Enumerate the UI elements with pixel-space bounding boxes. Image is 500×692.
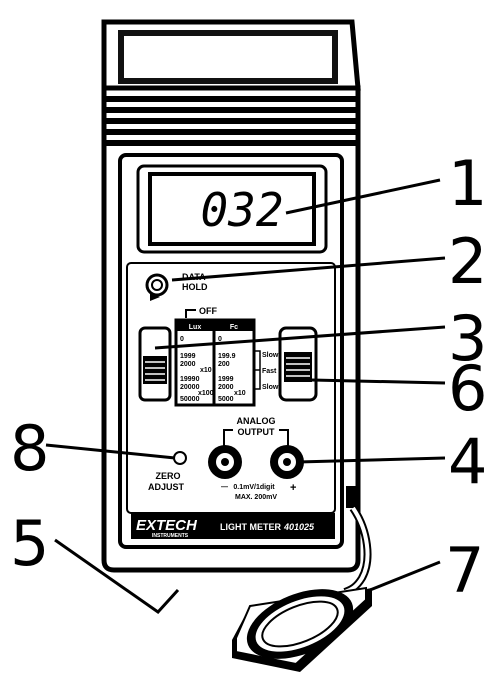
- callout-7: 7: [445, 534, 484, 607]
- callout-8: 8: [10, 412, 49, 485]
- callout-lines: [45, 178, 446, 614]
- display-reading: 032: [200, 183, 283, 237]
- analog-minus: —: [221, 484, 228, 491]
- lux-value: 19990: [180, 376, 200, 383]
- fc-value: 200: [218, 361, 230, 368]
- vent-grille: [106, 96, 356, 146]
- lux-value: 2000: [180, 361, 196, 368]
- callout-3: 3: [448, 302, 487, 375]
- fc-multiplier: x10: [234, 390, 246, 397]
- analog-spec-2: MAX. 200mV: [235, 494, 277, 501]
- lux-header: Lux: [189, 324, 202, 331]
- speed-fast: Fast: [262, 368, 277, 375]
- brand-sub: INSTRUMENTS: [152, 533, 189, 539]
- speed-slow-bottom: Slow: [262, 384, 279, 391]
- analog-spec-1: 0.1mV/1digit: [233, 484, 275, 491]
- lux-multiplier: x10: [200, 367, 212, 374]
- response-speed-switch[interactable]: [278, 326, 318, 402]
- fc-value: 1999: [218, 376, 234, 383]
- callout-1: 1: [448, 147, 487, 220]
- data-hold-button[interactable]: [145, 273, 169, 301]
- analog-label-1: ANALOG: [237, 416, 276, 426]
- off-label: OFF: [199, 306, 217, 316]
- callout-5: 5: [10, 507, 49, 580]
- callout-6: 6: [448, 352, 487, 425]
- zero-adjust-label-2: ADJUST: [148, 482, 185, 492]
- light-sensor-probe: [232, 586, 372, 672]
- lux-value: 1999: [180, 353, 196, 360]
- zero-adjust-knob[interactable]: [173, 451, 187, 465]
- fc-value: 2000: [218, 384, 234, 391]
- analog-label-2: OUTPUT: [238, 427, 276, 437]
- lux-value: 50000: [180, 396, 200, 403]
- range-selector[interactable]: [174, 318, 256, 407]
- product-name: LIGHT METER: [220, 522, 281, 532]
- callout-2: 2: [448, 225, 487, 298]
- analog-output-jack-negative[interactable]: [208, 445, 242, 479]
- lux-multiplier: x100: [198, 390, 214, 397]
- model-number: 401025: [283, 522, 315, 532]
- fc-value: 5000: [218, 396, 234, 403]
- data-hold-label-2: HOLD: [182, 282, 208, 292]
- range-slide-switch[interactable]: [138, 326, 172, 402]
- analog-plus: +: [290, 482, 296, 494]
- fc-header: Fc: [230, 324, 238, 331]
- fc-value: 199.9: [218, 353, 236, 360]
- callout-4: 4: [448, 425, 487, 498]
- speed-slow-top: Slow: [262, 352, 279, 359]
- lux-value: 0: [180, 336, 184, 343]
- brand-strip: EXTECH INSTRUMENTS LIGHT METER 401025: [131, 513, 335, 539]
- fc-value: 0: [218, 336, 222, 343]
- brand-name: EXTECH: [136, 517, 198, 534]
- lux-value: 20000: [180, 384, 200, 391]
- zero-adjust-label-1: ZERO: [155, 471, 180, 481]
- lcd-display: 032: [136, 164, 328, 254]
- analog-output-jack-positive[interactable]: [270, 445, 304, 479]
